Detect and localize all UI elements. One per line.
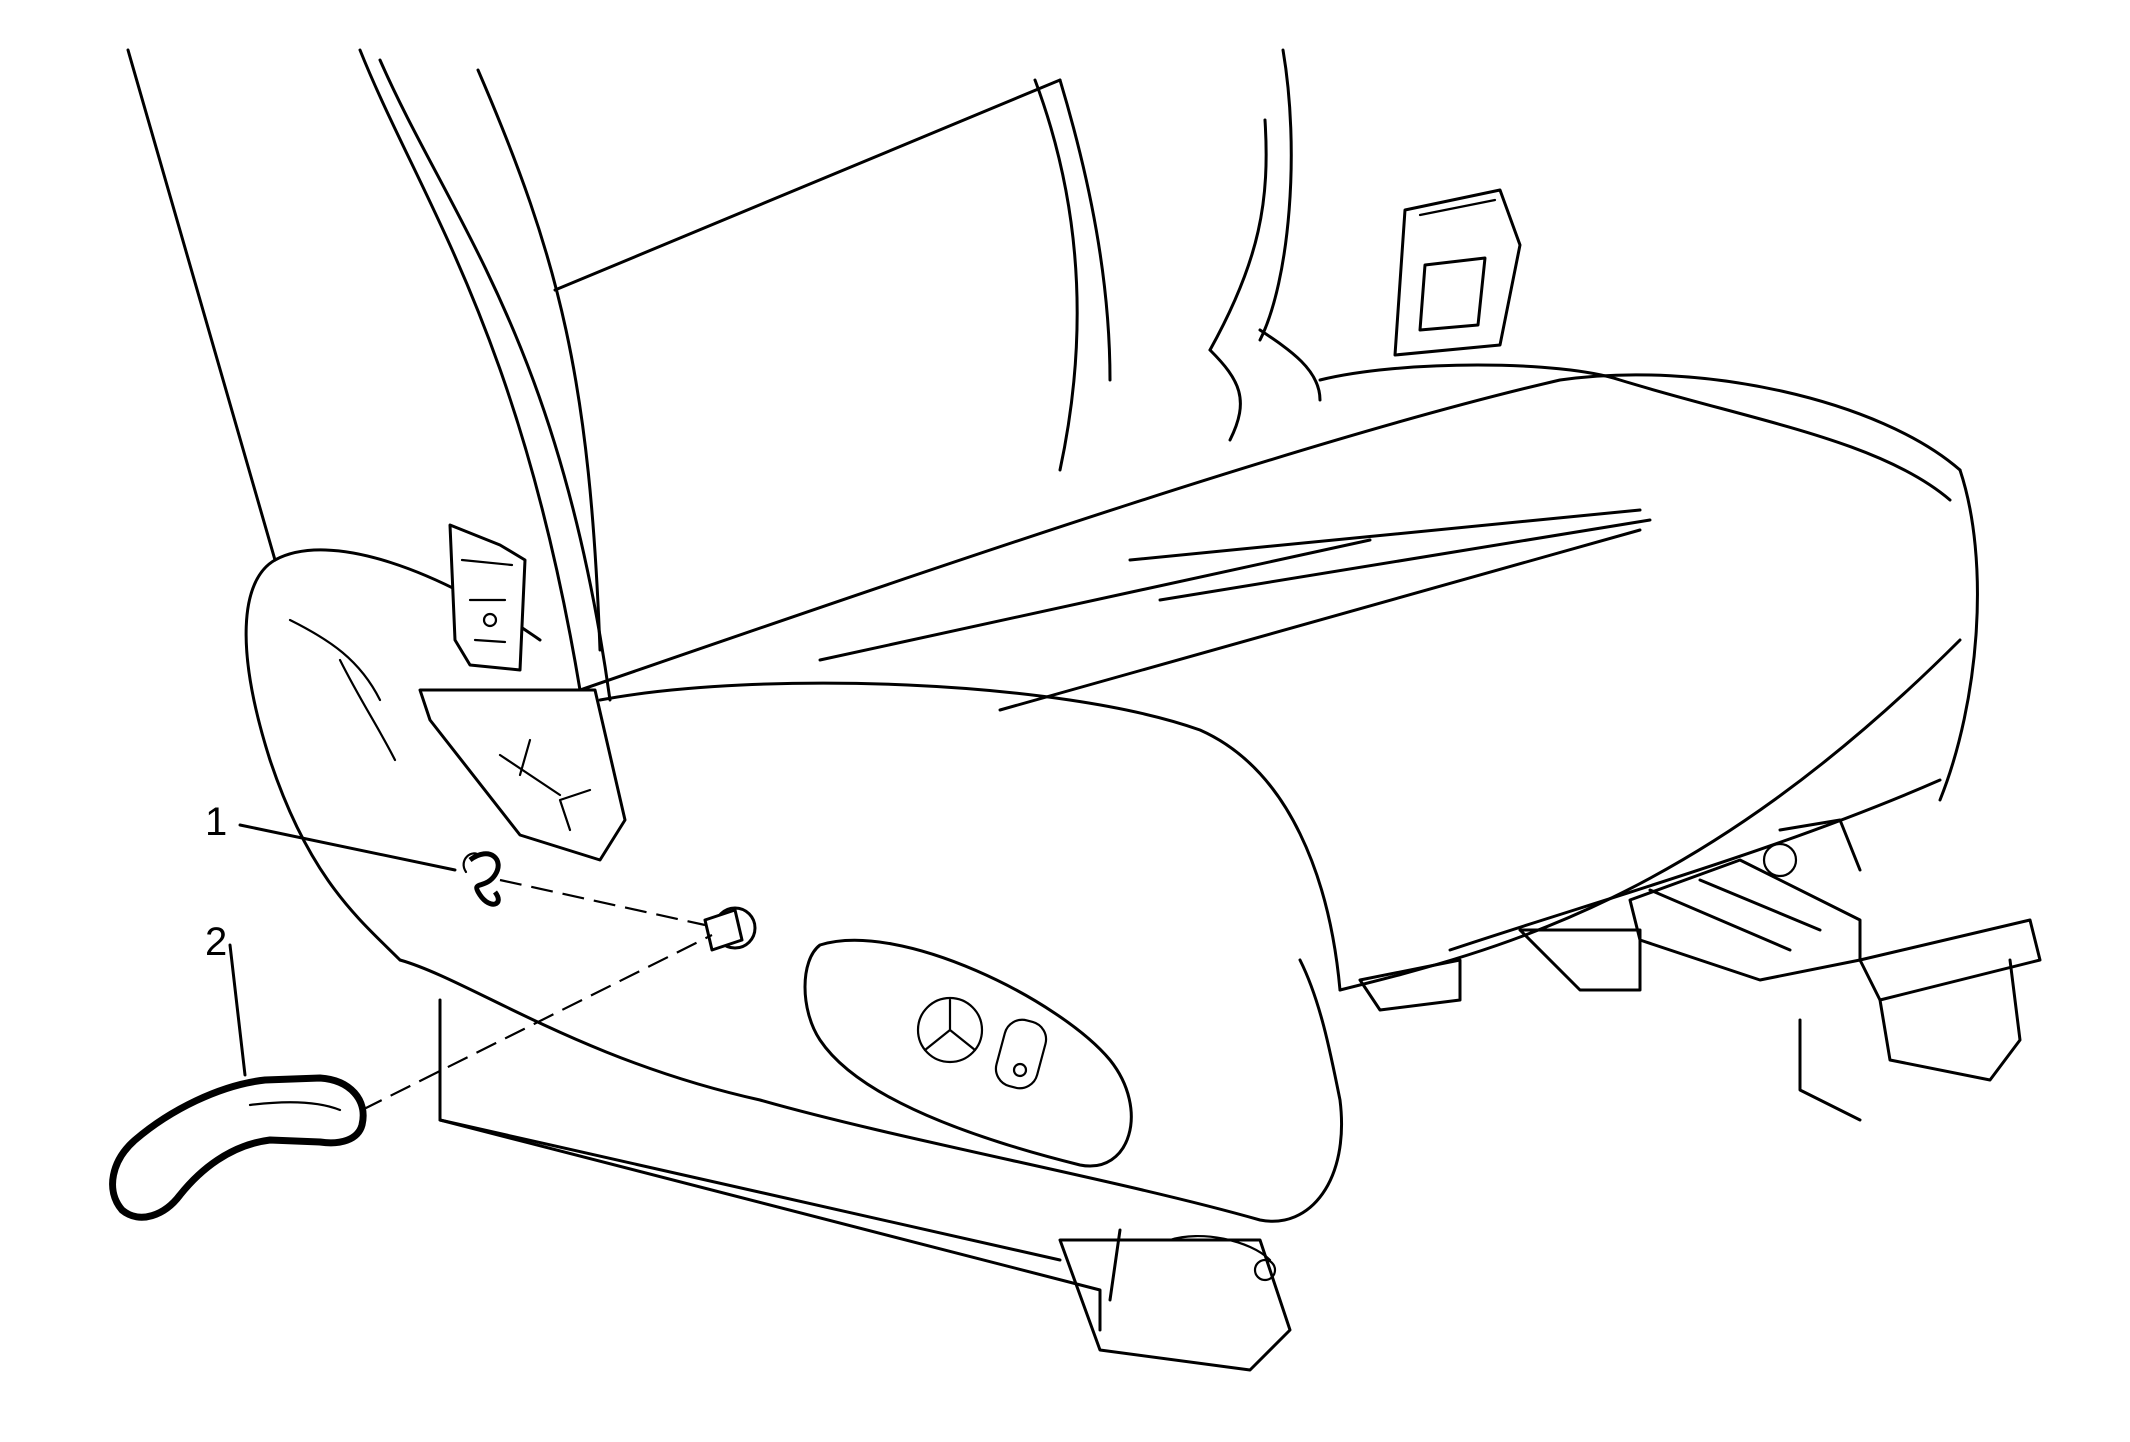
callout-label-2: 2 — [205, 920, 227, 964]
callout-label-1: 1 — [205, 800, 227, 844]
seat-cushion — [578, 363, 1979, 992]
seat-side-shield — [398, 938, 1343, 1223]
seat-back — [126, 48, 1293, 702]
leader-line-1 — [238, 823, 457, 872]
alignment-line-handle — [361, 934, 713, 1111]
leader-line-2 — [228, 943, 247, 1077]
seat-track — [438, 818, 2042, 1372]
leader-lines — [228, 823, 713, 1111]
retaining-clip — [462, 851, 501, 907]
alignment-line-clip — [499, 878, 706, 927]
adjuster-shaft — [703, 906, 757, 952]
adjuster-handle — [109, 1074, 367, 1221]
seat-belt-buckle — [1208, 188, 1522, 442]
recliner-bracket — [418, 523, 627, 862]
